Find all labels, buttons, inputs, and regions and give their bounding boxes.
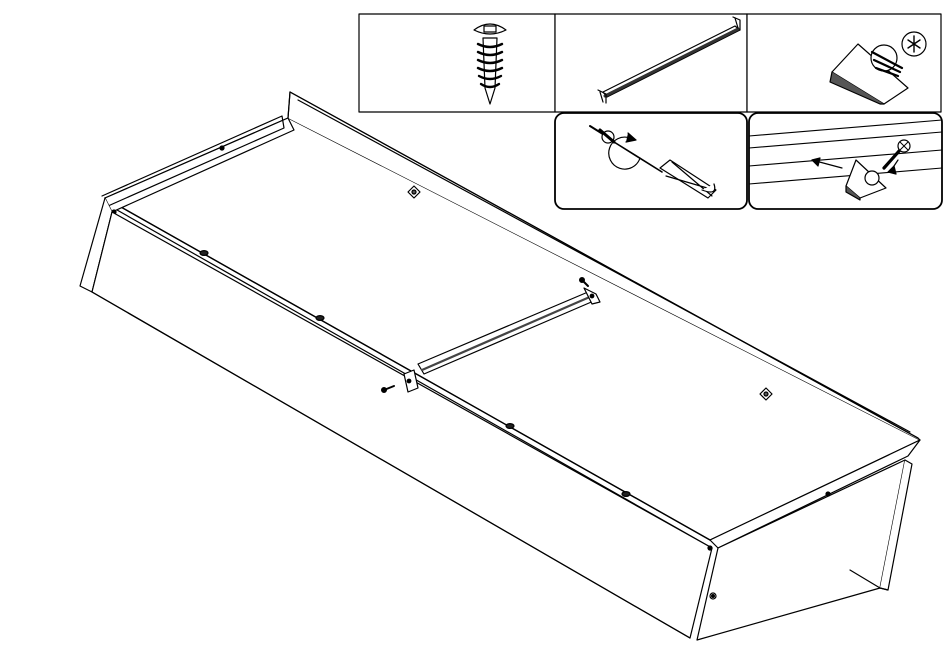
inset-frame-screwdriver (555, 113, 747, 209)
inset-frame-wood-screw (359, 14, 555, 112)
inset-frame-metal-bar (555, 14, 747, 112)
inset-frame-bracket-install (749, 113, 942, 209)
